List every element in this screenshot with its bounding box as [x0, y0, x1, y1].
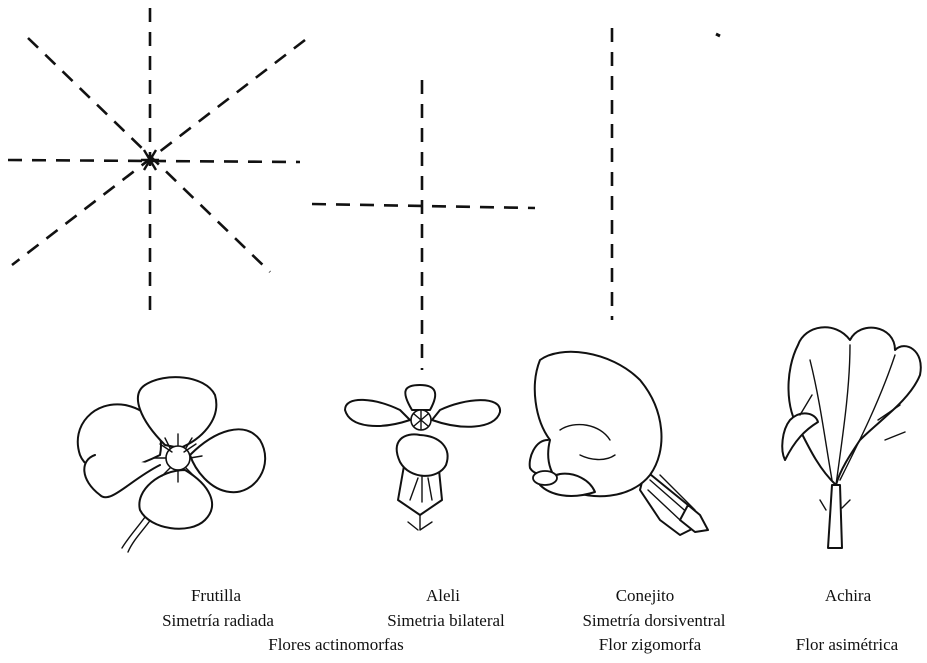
- aleli-flower-drawing: [344, 384, 501, 531]
- diagonal-axis-1: [27, 37, 271, 273]
- achira-flower-drawing: [781, 326, 922, 549]
- frutilla-flower-drawing: [76, 376, 267, 553]
- dot-mark: [715, 32, 721, 38]
- frutilla-symmetry-label: Simetría radiada: [162, 611, 274, 630]
- horizontal-axis: [311, 202, 536, 210]
- conejito-flower-drawing: [528, 350, 709, 536]
- achira-type-label: Flor asimétrica: [795, 635, 899, 654]
- dorsiventral-symmetry-axis: [610, 28, 721, 320]
- center-star-icon: [141, 149, 159, 171]
- radial-symmetry-axes: [7, 8, 306, 310]
- aleli-name-label: Aleli: [426, 586, 460, 605]
- conejito-name-label: Conejito: [615, 586, 675, 605]
- achira-name-label: Achira: [824, 586, 872, 605]
- diagonal-axis-2: [11, 38, 306, 267]
- frutilla-name-label: Frutilla: [190, 586, 242, 605]
- actinomorphic-group-label: Flores actinomorfas: [268, 635, 404, 654]
- conejito-type-label: Flor zigomorfa: [598, 635, 702, 654]
- conejito-symmetry-label: Simetría dorsiventral: [582, 611, 726, 630]
- aleli-symmetry-label: Simetria bilateral: [387, 611, 505, 630]
- bilateral-symmetry-axes: [311, 80, 536, 370]
